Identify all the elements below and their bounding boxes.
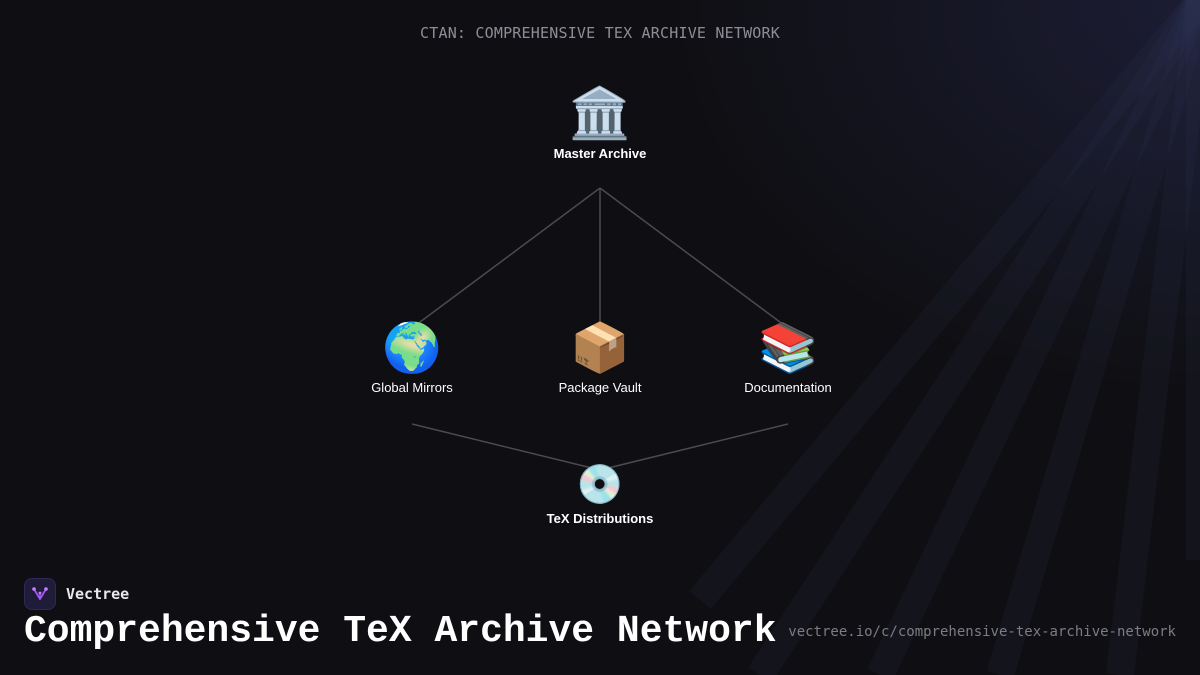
node-label: Global Mirrors — [371, 380, 453, 395]
node-label: TeX Distributions — [546, 511, 654, 526]
source-url[interactable]: vectree.io/c/comprehensive-tex-archive-n… — [788, 624, 1176, 640]
disc-icon: 💿 — [576, 462, 624, 506]
diagram-header-title: CTAN: COMPREHENSIVE TEX ARCHIVE NETWORK — [420, 24, 780, 42]
edge-mirrors-dist — [411, 423, 601, 471]
vectree-logo-icon — [24, 578, 56, 610]
edge-docs-dist — [599, 423, 789, 471]
node-global-mirrors[interactable]: 🌍 Global Mirrors — [322, 324, 502, 395]
page-title: Comprehensive TeX Archive Network — [24, 610, 777, 653]
edge-master-mirrors — [411, 187, 601, 329]
node-label: Master Archive — [553, 146, 647, 161]
books-icon: 📚 — [758, 320, 818, 376]
node-documentation[interactable]: 📚 Documentation — [698, 324, 878, 395]
node-label: Package Vault — [558, 380, 642, 395]
brand-name: Vectree — [66, 585, 130, 603]
node-package-vault[interactable]: 📦 Package Vault — [510, 324, 690, 395]
edge-master-docs — [599, 187, 789, 329]
node-label: Documentation — [744, 380, 832, 395]
brand[interactable]: Vectree — [24, 577, 129, 611]
node-tex-distributions[interactable]: 💿 TeX Distributions — [510, 465, 690, 526]
globe-icon: 🌍 — [382, 320, 442, 376]
node-master-archive[interactable]: 🏛️ Master Archive — [510, 88, 690, 161]
package-icon: 📦 — [570, 320, 630, 376]
classical-building-icon: 🏛️ — [568, 84, 632, 142]
